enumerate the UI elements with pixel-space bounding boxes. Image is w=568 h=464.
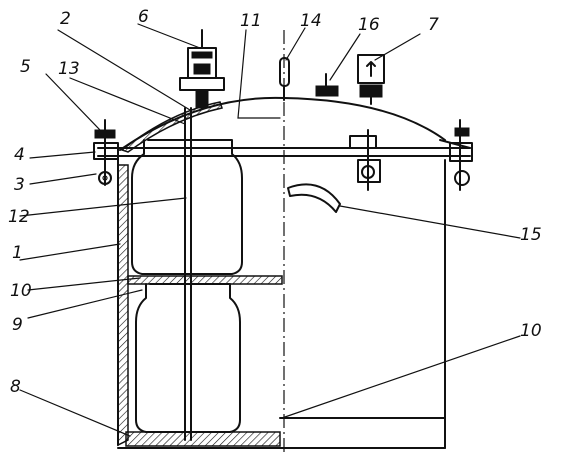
- callout-labels: 2 6 11 14 16 7 5 13 4 3 12 1 10 9 8 15 1…: [8, 7, 542, 397]
- lid-fitting: [315, 73, 339, 97]
- bottom-grid: [125, 431, 281, 447]
- callout-7: 7: [428, 15, 439, 35]
- vessel-wall-section: [117, 164, 129, 447]
- callout-12: 12: [8, 207, 30, 227]
- callout-13: 13: [58, 59, 80, 79]
- callout-4: 4: [14, 145, 25, 165]
- callout-2: 2: [60, 9, 71, 29]
- callout-5: 5: [20, 57, 31, 77]
- callout-14: 14: [300, 11, 322, 31]
- lid-section: [120, 101, 223, 153]
- upper-jar: [131, 139, 243, 275]
- callout-6: 6: [138, 7, 149, 27]
- callout-1: 1: [12, 243, 23, 263]
- pressure-valve: [179, 29, 225, 109]
- callout-3: 3: [14, 175, 25, 195]
- callout-10-right: 10: [520, 321, 542, 341]
- lid-mid-clamp: [349, 129, 381, 191]
- callout-16: 16: [358, 15, 380, 35]
- vessel-body: [117, 149, 446, 449]
- safety-valve: [357, 54, 385, 105]
- lower-jar: [135, 283, 241, 433]
- leader-lines: [19, 23, 521, 437]
- right-clamp: [449, 119, 473, 191]
- left-clamp: [93, 119, 119, 186]
- callout-8: 8: [10, 377, 21, 397]
- middle-shelf: [127, 275, 283, 285]
- callout-11: 11: [240, 11, 262, 31]
- lid-handle: [279, 57, 290, 101]
- callout-15: 15: [520, 225, 542, 245]
- curved-deflector: [287, 183, 341, 213]
- callout-9: 9: [12, 315, 23, 335]
- callout-10-left: 10: [10, 281, 32, 301]
